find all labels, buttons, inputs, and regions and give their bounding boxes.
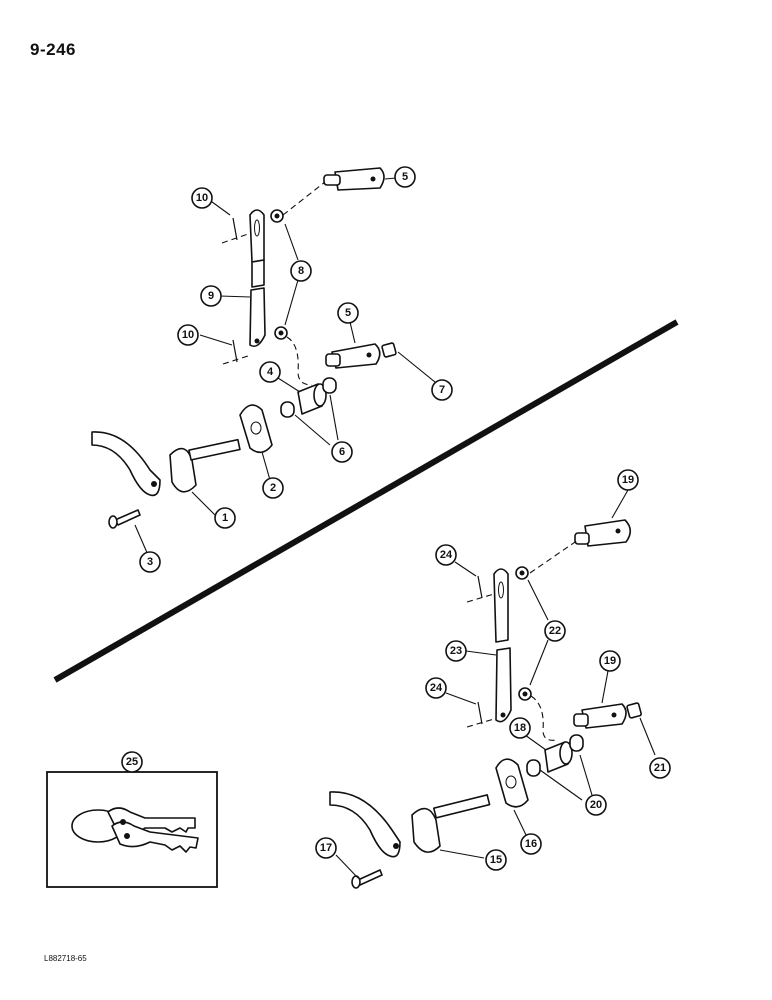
svg-text:19: 19 — [604, 655, 616, 667]
divider-line — [53, 319, 679, 683]
dash-1 — [282, 181, 326, 216]
spacer — [297, 383, 327, 415]
svg-text:2: 2 — [270, 482, 276, 494]
svg-text:18: 18 — [514, 722, 526, 734]
svg-text:24: 24 — [440, 549, 453, 561]
callout-3: 3 — [139, 551, 161, 573]
lever-lower — [325, 343, 381, 369]
reference-code: L882718-65 — [44, 954, 87, 963]
callout-10-upper: 10 — [191, 187, 213, 209]
callout-15: 15 — [485, 849, 507, 871]
callout-7: 7 — [431, 379, 453, 401]
washer-20b — [526, 759, 541, 777]
callout-17: 17 — [315, 837, 337, 859]
callout-10-lower: 10 — [177, 324, 199, 346]
callout-4: 4 — [259, 361, 281, 383]
svg-text:4: 4 — [267, 366, 274, 378]
svg-text:9: 9 — [208, 290, 214, 302]
svg-text:25: 25 — [126, 756, 138, 768]
cotter-pin-upper — [232, 217, 238, 241]
svg-text:19: 19 — [622, 474, 634, 486]
svg-text:21: 21 — [654, 762, 666, 774]
svg-text:5: 5 — [402, 171, 408, 183]
svg-text:3: 3 — [147, 556, 153, 568]
callout-6: 6 — [331, 441, 353, 463]
link-rod-lower — [493, 568, 512, 723]
cotter-pin-24a — [477, 575, 483, 599]
svg-text:10: 10 — [196, 192, 208, 204]
svg-text:15: 15 — [490, 854, 502, 866]
callout-22: 22 — [544, 620, 566, 642]
cotter-pin-lower — [232, 339, 238, 363]
keys — [71, 807, 199, 853]
washer-6b — [280, 401, 295, 418]
callout-9: 9 — [200, 285, 222, 307]
svg-text:22: 22 — [549, 625, 561, 637]
svg-text:24: 24 — [430, 682, 443, 694]
callout-19-lower: 19 — [599, 650, 621, 672]
square-nut — [381, 342, 397, 358]
callout-24-lower: 24 — [425, 677, 447, 699]
callout-23: 23 — [445, 640, 467, 662]
link-rod — [249, 209, 266, 348]
spacer-18 — [544, 741, 573, 773]
svg-text:6: 6 — [339, 446, 345, 458]
handle-upper — [91, 431, 241, 497]
callout-2: 2 — [262, 477, 284, 499]
callout-24-upper: 24 — [435, 544, 457, 566]
callout-5-lower: 5 — [337, 302, 359, 324]
callout-5-upper: 5 — [394, 166, 416, 188]
svg-text:20: 20 — [590, 799, 602, 811]
svg-text:17: 17 — [320, 842, 332, 854]
svg-text:8: 8 — [298, 265, 304, 277]
svg-text:5: 5 — [345, 307, 351, 319]
lever-19-upper — [574, 519, 632, 547]
cotter-pin-24b — [477, 701, 483, 725]
callout-18: 18 — [509, 717, 531, 739]
lever-upper — [323, 167, 385, 191]
screw-lower — [351, 869, 383, 889]
callout-19-upper: 19 — [617, 469, 639, 491]
lever-19-lower — [573, 703, 627, 729]
callout-21: 21 — [649, 757, 671, 779]
callout-8: 8 — [290, 260, 312, 282]
callout-20: 20 — [585, 794, 607, 816]
page-number: 9-246 — [30, 40, 76, 59]
washer-20a — [569, 734, 584, 752]
square-nut-21 — [626, 702, 642, 719]
svg-text:1: 1 — [222, 512, 228, 524]
washer-6a — [322, 377, 337, 394]
handle-lower — [329, 791, 491, 858]
callout-16: 16 — [520, 833, 542, 855]
svg-text:10: 10 — [182, 329, 194, 341]
svg-text:7: 7 — [439, 384, 445, 396]
callout-25: 25 — [121, 751, 143, 773]
svg-text:16: 16 — [525, 838, 537, 850]
callout-1: 1 — [214, 507, 236, 529]
svg-text:23: 23 — [450, 645, 462, 657]
screw-upper — [108, 509, 141, 529]
